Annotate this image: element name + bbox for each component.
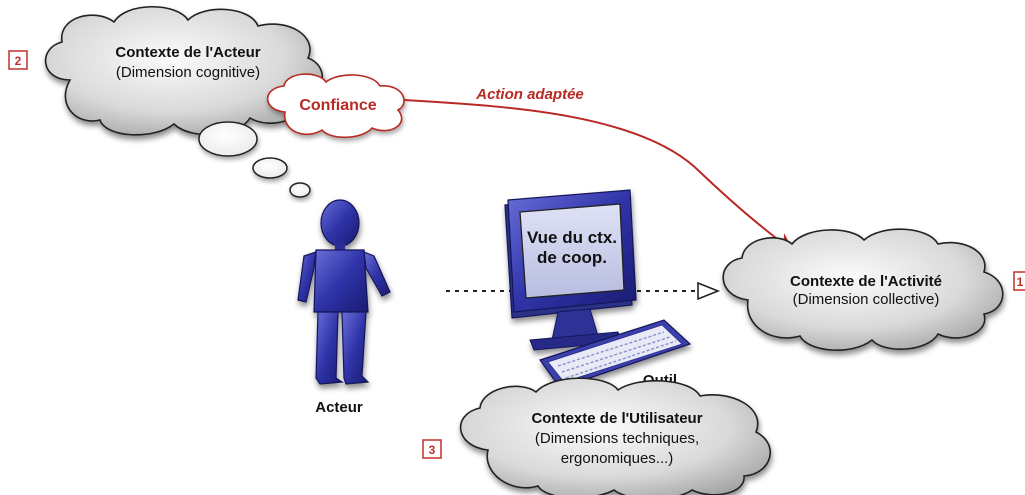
trust-bubble: Confiance [266,73,405,139]
activity-context-cloud: Contexte de l'Activité (Dimension collec… [722,228,1004,351]
screen-text-line2: de coop. [537,248,607,267]
computer-tool [504,189,692,389]
user-context-title: Contexte de l'Utilisateur [531,410,702,427]
user-context-subtitle-line2: ergonomiques...) [561,450,674,467]
actor-context-subtitle: (Dimension cognitive) [116,64,260,81]
activity-context-number: 1 [1017,275,1024,289]
adapted-action-label: Action adaptée [475,86,584,103]
actor-context-cloud: Contexte de l'Acteur (Dimension cognitiv… [44,5,324,136]
actor-context-title: Contexte de l'Acteur [115,44,260,61]
user-context-number: 3 [429,443,436,457]
activity-context-number-badge: 1 [1013,271,1025,291]
actor-label: Acteur [315,399,363,416]
actor-context-number: 2 [15,54,22,68]
actor-context-number-badge: 2 [8,50,28,70]
thought-trail [198,121,311,198]
adapted-action-arrow: Action adaptée [403,86,794,252]
activity-context-title: Contexte de l'Activité [790,273,942,290]
user-context-subtitle-line1: (Dimensions techniques, [535,430,699,447]
actor-figure [297,199,391,385]
screen-text-line1: Vue du ctx. [527,228,617,247]
trust-label: Confiance [299,97,376,114]
user-context-number-badge: 3 [422,439,442,459]
activity-context-subtitle: (Dimension collective) [793,291,940,308]
user-context-cloud: Contexte de l'Utilisateur (Dimensions te… [459,377,772,495]
